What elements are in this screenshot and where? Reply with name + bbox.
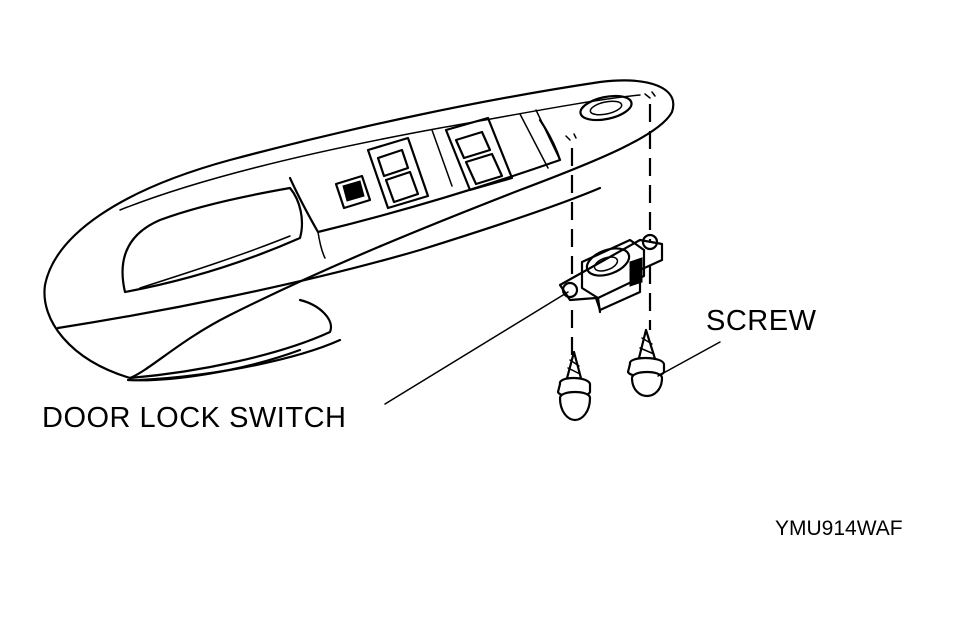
screw-right <box>626 328 666 398</box>
switch-leader-line <box>384 291 569 405</box>
armrest-panel <box>43 79 675 382</box>
screw-left <box>556 350 592 422</box>
screw-leader-line <box>657 341 721 377</box>
figure-code-label: YMU914WAF <box>775 517 903 540</box>
assembly-guide-lines <box>570 104 652 355</box>
door-lock-switch-part <box>558 233 664 314</box>
door-lock-switch-label: DOOR LOCK SWITCH <box>42 402 347 434</box>
screw-label: SCREW <box>706 305 817 337</box>
